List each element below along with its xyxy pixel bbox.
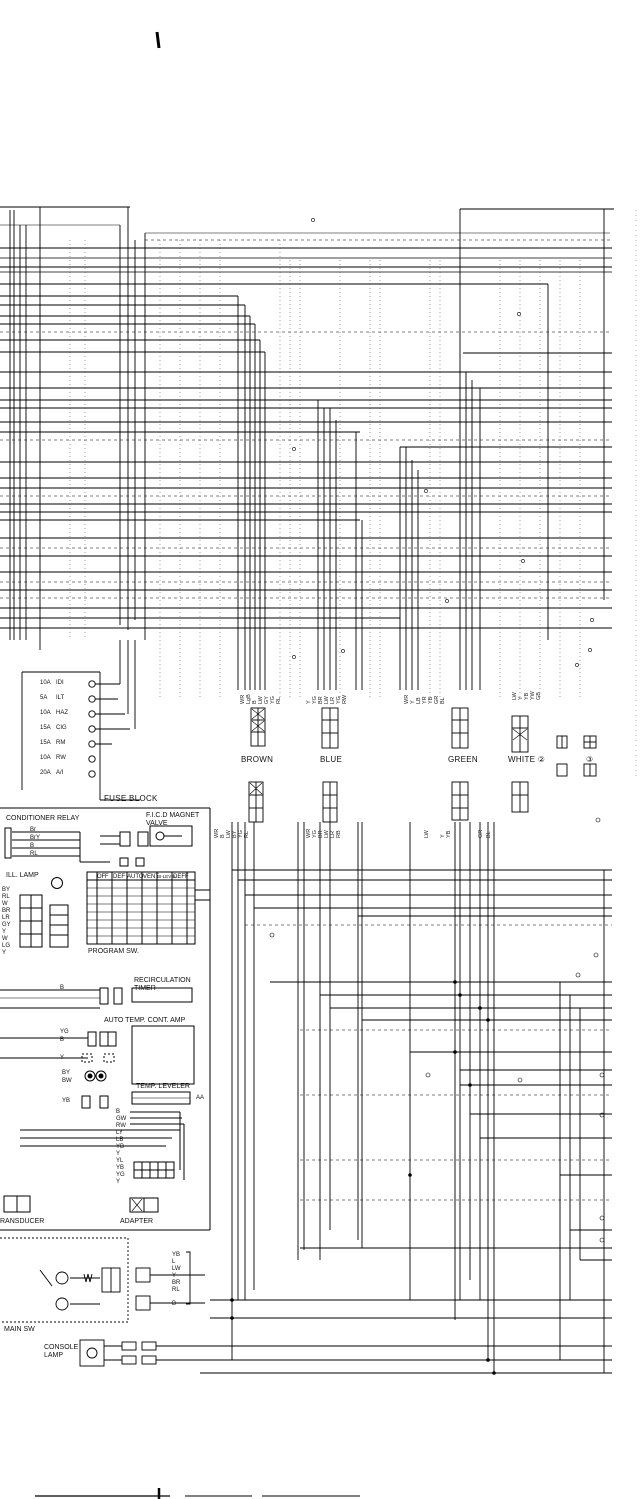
amp-wire-3: B (60, 1037, 65, 1043)
junction-dots (292, 218, 594, 667)
ac-relay-wire-3: B (30, 843, 35, 849)
main-sw-wire-3: LW (172, 1266, 181, 1272)
ac-badge: AA (196, 1095, 205, 1101)
adapter-wire-9: YB (116, 1165, 125, 1171)
upper-harness-bus (0, 206, 614, 629)
lower-harness-bus (200, 822, 612, 1374)
adapter-wire-2: GW (116, 1116, 127, 1122)
main-sw-label: MAIN SW (4, 1326, 35, 1333)
connector-brown-label: BROWN (241, 755, 274, 764)
amp-wire-4: Y (60, 1055, 65, 1061)
green-bottom-wire-3: YB (446, 830, 452, 838)
adapter-label: ADAPTER (120, 1218, 154, 1225)
connector-white-label: WHITE ② (508, 755, 546, 764)
program-wire-6: GY (2, 922, 11, 928)
brown-bottom-wire-6: RL (244, 830, 250, 838)
amp-wire-1: B (60, 985, 65, 991)
ac-relay-wire-2: BrY (30, 835, 41, 841)
adapter-wire-6: YB (116, 1144, 125, 1150)
program-header-vent: VENT (143, 874, 160, 880)
program-wire-5: LR (2, 915, 10, 921)
temp-leveler-label: TEMP. LEVELER (136, 1083, 190, 1090)
auto-temp-amp-label: AUTO TEMP. CONT. AMP (104, 1017, 186, 1024)
adapter-wire-1: B (116, 1109, 121, 1115)
control-panel-frame (0, 807, 211, 1231)
main-sw-wire-6: RL (172, 1287, 180, 1293)
connector-blocks-upper (250, 707, 597, 753)
main-sw-wire-7: B (172, 1301, 177, 1307)
amp-wire-2: YG (60, 1029, 69, 1035)
leveler-wire-2: BW (62, 1078, 72, 1084)
adapter-wire-4: LY (116, 1130, 123, 1136)
program-sw-label: PROGRAM SW. (88, 948, 139, 955)
adapter-wire-3: RW (116, 1123, 126, 1129)
green-bottom-wire-5: BL (486, 831, 492, 838)
console-lamp-label: CONSOLE LAMP (44, 1344, 79, 1359)
adapter-wire-11: Y (116, 1179, 121, 1185)
program-wire-2: RL (2, 894, 10, 900)
ac-relay-wire-4: RL (30, 851, 38, 857)
ill-lamp-label: ILL. LAMP (6, 872, 39, 879)
main-sw-wire-5: BR (172, 1280, 181, 1286)
connector-3-label: ③ (586, 755, 594, 764)
main-sw-wire-4: Y (172, 1273, 177, 1279)
program-header-auto: AUTO (127, 874, 144, 880)
adapter-wire-5: LB (116, 1137, 124, 1143)
ficd-valve-label: F.I.C.D MAGNET VALVE (146, 812, 200, 827)
main-switch-area (0, 1237, 205, 1367)
program-header-bilevel: BI-LEVEL (157, 874, 177, 879)
program-wire-10: Y (2, 950, 7, 956)
program-wire-4: BR (2, 908, 11, 914)
fuse-block (21, 640, 140, 801)
green-top-wire-7: BL (440, 697, 446, 704)
main-sw-wire-2: L (172, 1259, 176, 1265)
ac-relay-label: CONDITIONER RELAY (6, 815, 80, 822)
page-mark-top (155, 31, 161, 49)
leveler-wire-3: YB (62, 1098, 71, 1104)
connector-green-label: GREEN (448, 755, 478, 764)
program-wire-7: Y (2, 929, 7, 935)
white-top-wire-5: GB (536, 692, 542, 700)
blue-bottom-wire-6: RB (336, 830, 342, 838)
connector-blue-label: BLUE (320, 755, 343, 764)
program-header-deff: DEFF (173, 874, 189, 880)
transducer-label: RANSDUCER (0, 1218, 45, 1225)
adapter-wire-10: YG (116, 1172, 125, 1178)
program-wire-9: LG (2, 943, 11, 949)
program-header-off: OFF (97, 874, 109, 880)
ac-relay-wire-1: Br (30, 827, 36, 833)
adapter-wire-7: Y (116, 1151, 121, 1157)
recirculation-timer-label: RECIRCULATION TIMER (134, 977, 191, 992)
adapter-wire-8: YL (116, 1158, 124, 1164)
green-bottom-wire-1: LW (424, 830, 430, 838)
main-sw-wire-1: YB (172, 1252, 181, 1258)
blue-top-wire-7: RW (342, 694, 348, 704)
vertical-drops (9, 207, 605, 690)
green-bottom-wire-4: GR (478, 829, 484, 838)
program-wire-3: W (2, 901, 8, 907)
program-wire-8: W (2, 936, 8, 942)
program-header-def: DEF (113, 874, 125, 880)
connector-blocks-lower (248, 763, 597, 823)
brown-top-wire-7: RL (276, 696, 282, 704)
fuse-block-label: FUSE BLOCK (104, 794, 158, 803)
program-wire-1: BY (2, 887, 11, 893)
leveler-wire-1: BY (62, 1070, 71, 1076)
